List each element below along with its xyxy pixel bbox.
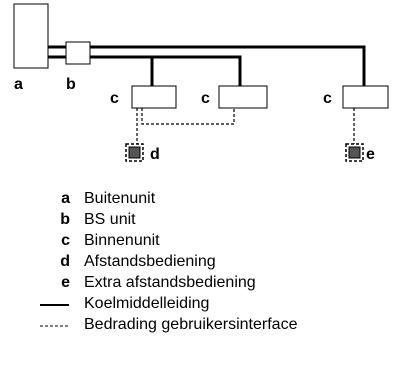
legend-key: b (60, 211, 70, 228)
legend-key: e (61, 274, 70, 291)
label-remote-controller: d (150, 146, 160, 163)
label-indoor-unit-3: c (323, 90, 332, 107)
legend-key: d (60, 253, 70, 270)
legend-text: Bedrading gebruikersinterface (84, 316, 298, 333)
solid-line-icon (40, 304, 69, 306)
label-indoor-unit-1: c (110, 90, 119, 107)
outdoor-unit (13, 3, 49, 69)
legend-key: a (61, 190, 70, 207)
label-indoor-unit-2: c (201, 90, 210, 107)
label-bs-unit: b (66, 76, 76, 93)
label-extra-remote-controller: e (366, 146, 375, 163)
legend-text: Binnenunit (84, 232, 160, 249)
refrigerant-piping (48, 45, 366, 86)
legend-text: Extra afstandsbediening (84, 274, 256, 291)
bs-unit (65, 41, 91, 65)
legend-key: c (61, 232, 70, 249)
label-outdoor-unit: a (14, 76, 23, 93)
legend-text: Koelmiddelleiding (84, 295, 210, 312)
dashed-line-icon (40, 325, 69, 327)
legend-text: BS unit (84, 211, 136, 228)
remote-controller (125, 143, 144, 162)
indoor-unit-1 (131, 85, 177, 109)
legend-text: Buitenunit (84, 190, 156, 207)
extra-remote-controller (345, 143, 364, 162)
legend-text: Afstandsbediening (84, 253, 216, 270)
indoor-unit-3 (342, 85, 389, 109)
user-interface-wiring (136, 108, 355, 144)
indoor-unit-2 (218, 85, 268, 109)
